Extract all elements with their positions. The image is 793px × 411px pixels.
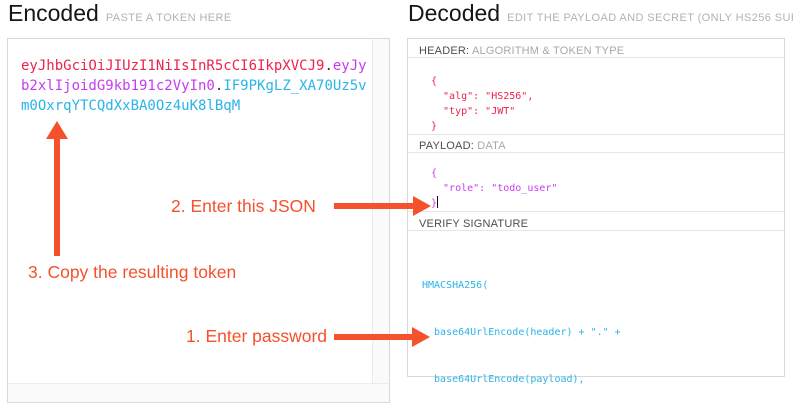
- token-header-segment: eyJhbGciOiJIUzI1NiIsInR5cCI6IkpXVCJ9: [21, 58, 325, 74]
- payload-label: PAYLOAD:: [419, 140, 474, 152]
- vertical-scrollbar[interactable]: [372, 39, 389, 383]
- header-section-label: HEADER: ALGORITHM & TOKEN TYPE: [408, 39, 784, 58]
- arrow-right-shaft: [334, 203, 414, 209]
- encoded-token-editor[interactable]: eyJhbGciOiJIUzI1NiIsInR5cCI6IkpXVCJ9.eyJ…: [7, 38, 390, 403]
- payload-section-label: PAYLOAD: DATA: [408, 134, 784, 153]
- verify-signature-area: HMACSHA256( base64UrlEncode(header) + ".…: [408, 231, 784, 411]
- arrow-up-icon: [46, 121, 68, 139]
- encoded-subtitle: PASTE A TOKEN HERE: [105, 12, 232, 24]
- arrow-right-icon: [412, 327, 430, 347]
- hmac-code-line1: HMACSHA256(: [422, 280, 489, 291]
- token-separator: .: [214, 78, 224, 94]
- annotation-step3: 3. Copy the resulting token: [28, 262, 237, 282]
- decoded-subtitle: EDIT THE PAYLOAD AND SECRET (ONLY HS256 …: [507, 12, 793, 24]
- encoded-title: Encoded: [8, 0, 99, 26]
- encoded-header: Encoded PASTE A TOKEN HERE: [8, 0, 232, 27]
- payload-json: { "role": "todo_user" }: [431, 168, 558, 209]
- decoded-panel: HEADER: ALGORITHM & TOKEN TYPE { "alg": …: [407, 38, 785, 385]
- decoded-title: Decoded: [408, 0, 501, 26]
- header-label: HEADER:: [419, 45, 470, 57]
- arrow-up-shaft: [54, 138, 60, 256]
- encoded-token-text[interactable]: eyJhbGciOiJIUzI1NiIsInR5cCI6IkpXVCJ9.eyJ…: [21, 56, 368, 116]
- header-json-editor[interactable]: { "alg": "HS256", "typ": "JWT" }: [408, 58, 784, 134]
- decoded-header: Decoded EDIT THE PAYLOAD AND SECRET (ONLY…: [408, 0, 793, 27]
- verify-label: VERIFY SIGNATURE: [419, 218, 529, 230]
- token-signature-segment: IF9PKgLZ_XA70Uz5vm0OxrqYTCQdXxBA0Oz4uK8l…: [21, 78, 367, 114]
- token-payload-segment: eyJyb2xlIjoidG9kb191c2VyIn0: [21, 58, 367, 94]
- header-json[interactable]: { "alg": "HS256", "typ": "JWT" }: [431, 76, 534, 132]
- arrow-right-icon: [413, 196, 431, 216]
- payload-json-editor[interactable]: { "role": "todo_user" }: [408, 153, 784, 211]
- horizontal-scrollbar[interactable]: [8, 383, 389, 402]
- annotation-step2: 2. Enter this JSON: [171, 196, 316, 216]
- text-cursor: [437, 196, 439, 208]
- arrow-right-shaft: [334, 334, 413, 340]
- payload-json-wrap[interactable]: { "role": "todo_user" }: [408, 153, 784, 211]
- hmac-code-line2: base64UrlEncode(header) + "." +: [422, 327, 621, 338]
- payload-label-detail: DATA: [477, 140, 506, 152]
- verify-section-label: VERIFY SIGNATURE: [408, 211, 784, 231]
- header-label-detail: ALGORITHM & TOKEN TYPE: [471, 45, 625, 57]
- hmac-code-line3: base64UrlEncode(payload),: [422, 374, 585, 385]
- token-separator: .: [324, 58, 333, 74]
- annotation-step1: 1. Enter password: [186, 326, 328, 346]
